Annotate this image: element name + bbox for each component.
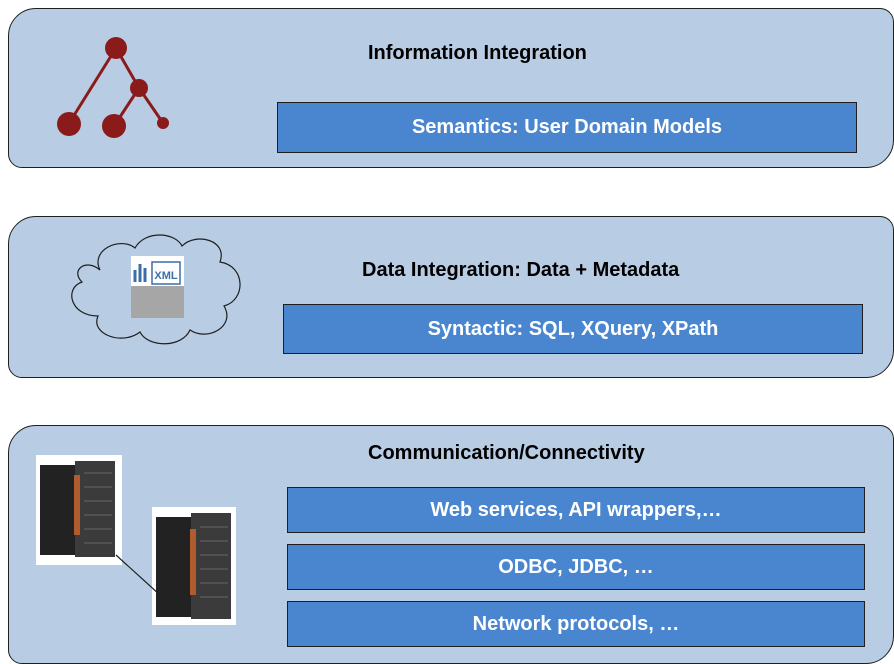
layer-title-communication: Communication/Connectivity (368, 442, 645, 464)
bar-network-protocols: Network protocols, … (287, 601, 865, 647)
bar-odbc-jdbc: ODBC, JDBC, … (287, 544, 865, 590)
bar-semantics: Semantics: User Domain Models (277, 102, 857, 153)
layer-title-data-integration: Data Integration: Data + Metadata (362, 259, 680, 281)
layer-title-information-integration: Information Integration (368, 42, 587, 64)
tree-hierarchy-icon (57, 37, 169, 138)
xml-label: XML (154, 270, 178, 282)
server-towers-icon (36, 455, 236, 625)
bar-web-services: Web services, API wrappers,… (287, 487, 865, 533)
bar-syntactic: Syntactic: SQL, XQuery, XPath (283, 304, 863, 354)
xml-cloud-icon: XML (71, 234, 241, 345)
